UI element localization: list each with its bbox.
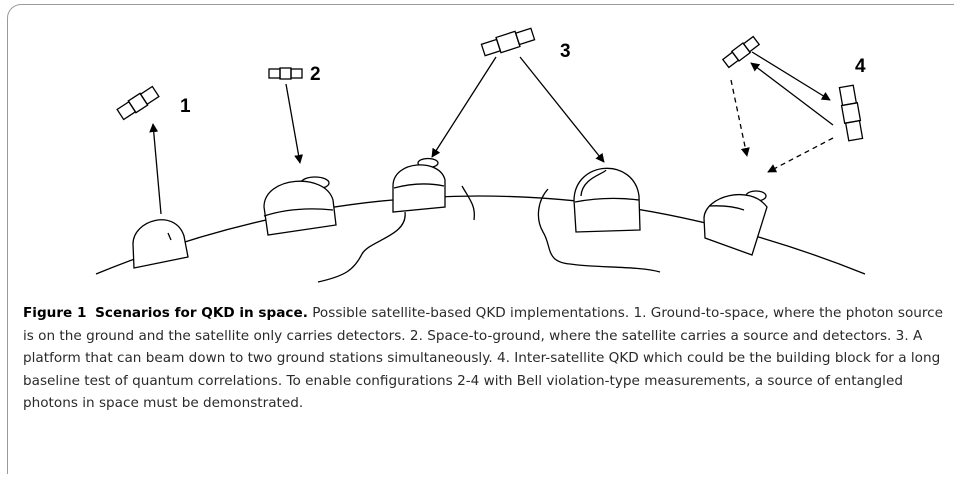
caption-label: Figure 1 [23, 305, 87, 321]
beam-4-dashed-right [767, 137, 834, 173]
scenario-label-1: 1 [180, 96, 191, 117]
beam-4-isl-down [751, 51, 831, 101]
satellite-2 [268, 67, 303, 80]
scenario-label-4: 4 [855, 56, 866, 77]
ground-station-2 [263, 176, 337, 236]
ground-station-3b [573, 167, 641, 233]
qkd-scenarios-illustration: 1 2 3 4 [95, 27, 866, 283]
caption-title: Scenarios for QKD in space. [95, 305, 308, 321]
satellite-4a [721, 35, 761, 69]
fiber-3b [537, 188, 661, 273]
ground-station-1 [132, 219, 189, 269]
ground-station-4 [703, 190, 768, 256]
fiber-3a [317, 211, 406, 283]
satellite-1 [116, 85, 160, 121]
satellite-3 [480, 27, 536, 57]
fiber-3a-right [461, 185, 476, 221]
figure-caption: Figure 1 Scenarios for QKD in space. Pos… [23, 302, 945, 415]
figure-frame [7, 4, 954, 474]
beam-3-right [519, 56, 605, 163]
beam-3-left [431, 56, 497, 158]
caption-text: Possible satellite-based QKD implementat… [23, 305, 943, 412]
scenario-label-3: 3 [560, 41, 571, 62]
beam-2-downlink [285, 83, 304, 164]
beam-1-uplink [149, 123, 162, 215]
beam-4-dashed-left [730, 79, 750, 157]
ground-station-3a [392, 157, 446, 213]
satellite-4b [838, 84, 864, 142]
beam-4-isl-up [750, 62, 834, 126]
scenario-label-2: 2 [310, 64, 321, 85]
